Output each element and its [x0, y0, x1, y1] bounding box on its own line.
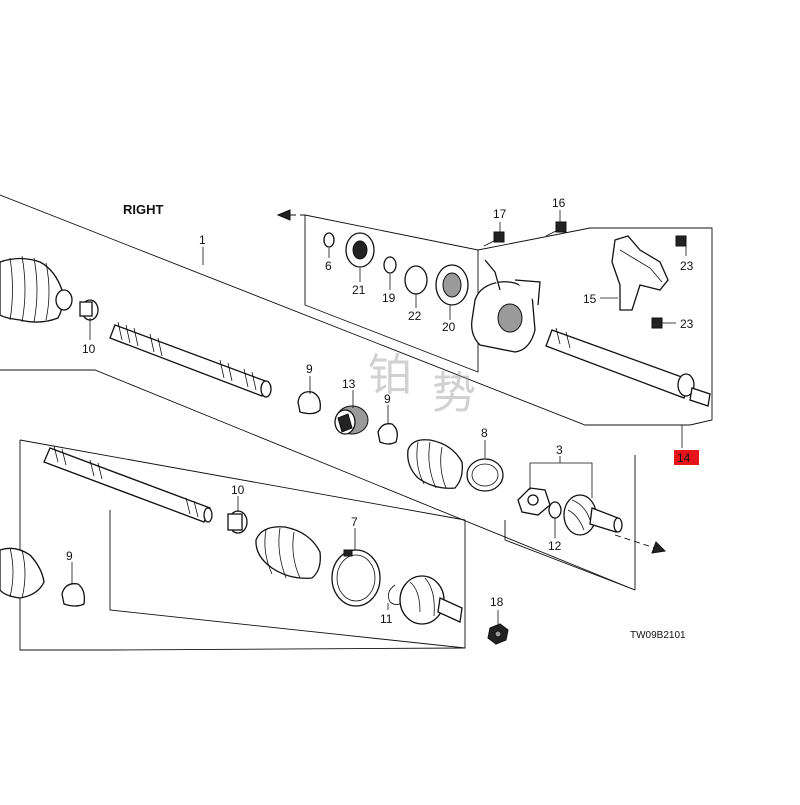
callout-23a[interactable]: 23	[680, 259, 694, 273]
callout-9c[interactable]: 9	[66, 549, 73, 563]
bolt-16	[545, 221, 567, 237]
clip-9a	[297, 391, 321, 415]
highlight-box-14	[674, 450, 699, 465]
joint-set-3	[517, 487, 623, 536]
boot-band-10b	[227, 510, 248, 534]
frame-upper-bottom	[0, 369, 636, 591]
callout-8[interactable]: 8	[481, 426, 488, 440]
callouts: 1 10 9 13 9 8 3 12 6 21 19 22 20 17 16 2…	[66, 196, 694, 626]
outer-joint	[399, 575, 463, 625]
watermark-char-1: 铂	[368, 350, 412, 401]
joint-13	[334, 405, 369, 435]
boot-band-10a	[79, 299, 99, 321]
assembly-frames	[0, 194, 713, 651]
outer-boot-lower	[0, 547, 45, 599]
bracket-15	[611, 235, 669, 311]
callout-9a[interactable]: 9	[306, 362, 313, 376]
frame-lower-top	[19, 439, 466, 521]
callout-21[interactable]: 21	[352, 283, 366, 297]
callout-20[interactable]: 20	[442, 320, 456, 334]
boot-band-7	[331, 549, 381, 607]
bearing-support	[471, 259, 541, 353]
arrow-left-head	[276, 209, 291, 221]
frame-bearing-top	[304, 214, 479, 251]
nut-18	[487, 623, 509, 645]
callout-15[interactable]: 15	[583, 292, 597, 306]
callout-3[interactable]: 3	[556, 443, 563, 457]
callout-12[interactable]: 12	[548, 539, 562, 553]
callout-1[interactable]: 1	[199, 233, 206, 247]
boot-band-8	[466, 458, 504, 492]
half-shaft-lower	[43, 445, 213, 523]
callout-19[interactable]: 19	[382, 291, 396, 305]
callout-14[interactable]: 14	[677, 451, 691, 465]
inner-boot-upper	[407, 439, 463, 489]
outer-boot-upper	[0, 255, 73, 323]
callout-23b[interactable]: 23	[680, 317, 694, 331]
bolt-23b	[651, 317, 663, 329]
frame-upper-top	[0, 194, 690, 426]
callout-10b[interactable]: 10	[231, 483, 245, 497]
callout-7[interactable]: 7	[351, 515, 358, 529]
arrow-right-head	[651, 541, 667, 554]
bolt-23a	[675, 235, 687, 247]
leader-lines	[71, 210, 687, 624]
callout-13[interactable]: 13	[342, 377, 356, 391]
clip-9b	[377, 423, 398, 445]
frame-intermediate	[477, 227, 713, 426]
bearing-parts	[323, 232, 469, 306]
callout-11[interactable]: 11	[380, 612, 393, 626]
callout-16[interactable]: 16	[552, 196, 566, 210]
callout-22[interactable]: 22	[408, 309, 422, 323]
frame-lower-bottom	[109, 647, 466, 651]
half-shaft-upper	[109, 321, 272, 398]
clip-9c	[61, 583, 86, 607]
callout-17[interactable]: 17	[493, 207, 507, 221]
callout-6[interactable]: 6	[325, 259, 332, 273]
watermark-char-2: 势	[432, 368, 476, 419]
callout-18[interactable]: 18	[490, 595, 504, 609]
inner-boot-lower	[255, 526, 321, 579]
frame-lower-inner	[109, 510, 466, 649]
intermediate-shaft	[545, 327, 711, 407]
section-label: RIGHT	[123, 202, 164, 217]
bolt-17	[483, 231, 505, 247]
frame-joint-bottom	[504, 539, 636, 591]
arrow-right-dash	[614, 534, 656, 549]
drawing-code: TW09B2101	[630, 630, 686, 641]
callout-10a[interactable]: 10	[82, 342, 96, 356]
callout-9b[interactable]: 9	[384, 392, 391, 406]
frame-lower-left	[19, 440, 110, 651]
